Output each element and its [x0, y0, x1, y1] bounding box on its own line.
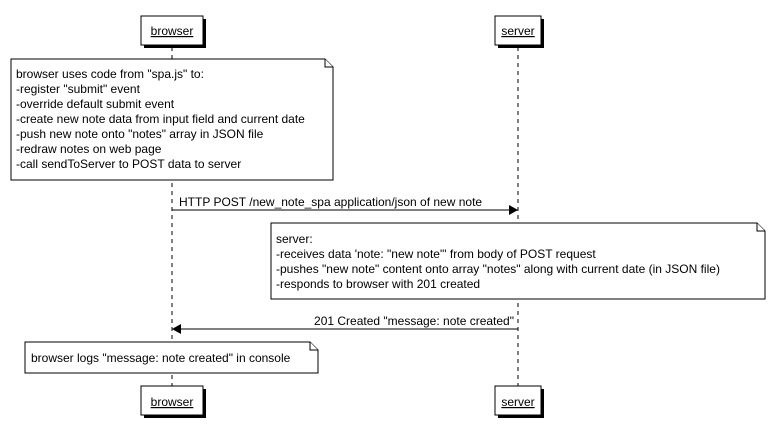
message-post-request: HTTP POST /new_note_spa application/json… [172, 195, 518, 215]
note-browser-console: browser logs "message: note created" in … [24, 341, 319, 374]
participant-browser-top-label: browser [151, 24, 194, 38]
arrowhead-icon [509, 205, 518, 215]
message-response: 201 Created "message: note created" [172, 314, 518, 334]
note-server-process-line: server: [276, 232, 313, 246]
note-server-process-line: -receives data 'note: "new note"' from b… [276, 247, 596, 261]
arrowhead-icon [172, 324, 181, 334]
message-post-request-label: HTTP POST /new_note_spa application/json… [179, 195, 482, 209]
participant-server-top-label: server [501, 24, 534, 38]
note-browser-script: browser uses code from "spa.js" to: -reg… [10, 58, 334, 181]
note-browser-script-line: -call sendToServer to POST data to serve… [16, 157, 241, 171]
note-browser-script-line: -create new note data from input field a… [16, 112, 305, 126]
participant-browser-bottom: browser [140, 385, 206, 418]
participant-server-top: server [494, 15, 544, 48]
note-browser-script-line: -redraw notes on web page [16, 142, 162, 156]
note-server-process-line: -pushes "new note" content onto array "n… [276, 262, 720, 276]
participant-server-bottom: server [494, 385, 544, 418]
note-browser-console-line: browser logs "message: note created" in … [31, 351, 291, 365]
message-response-label: 201 Created "message: note created" [314, 314, 514, 328]
note-browser-script-line: browser uses code from "spa.js" to: [16, 67, 204, 81]
note-browser-script-line: -push new note onto "notes" array in JSO… [16, 127, 264, 141]
participant-browser-bottom-label: browser [151, 395, 194, 409]
participant-server-bottom-label: server [501, 395, 534, 409]
note-server-process-line: -responds to browser with 201 created [276, 277, 480, 291]
participant-browser-top: browser [140, 15, 206, 48]
note-browser-script-line: -register "submit" event [16, 82, 141, 96]
note-server-process: server: -receives data 'note: "new note"… [270, 222, 766, 300]
note-browser-script-line: -override default submit event [16, 97, 175, 111]
